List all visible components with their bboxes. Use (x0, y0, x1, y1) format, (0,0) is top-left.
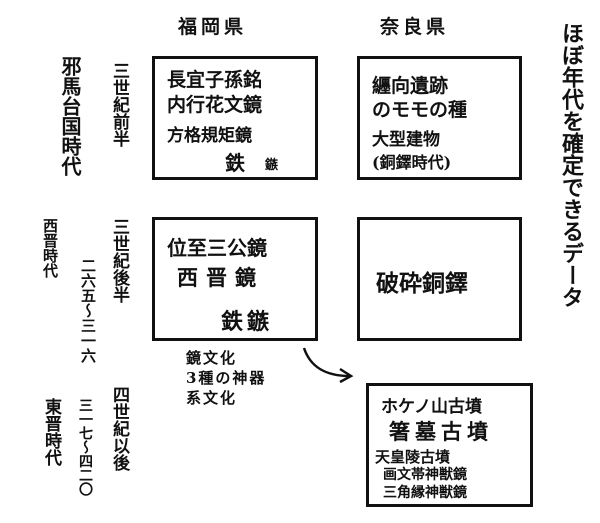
era-century-2: 三世紀後半 (109, 218, 129, 303)
era-century-3: 四世紀以後 (109, 386, 129, 471)
nara-box-3-line4: 画文帯神獣鏡 (383, 467, 467, 483)
fukuoka-box-1-line3: 方格規矩鏡 (167, 126, 252, 146)
era-years-3: 三一七〜四二〇 (77, 398, 93, 496)
nara-box-3-line2: 箸墓古墳 (389, 419, 493, 444)
nara-box-3rd-early: 纒向遺跡 のモモの種 大型建物 (銅鐸時代) (357, 56, 522, 180)
nara-box-1-line2: のモモの種 (372, 99, 468, 121)
nara-box-1-line3: 大型建物 (372, 130, 440, 150)
nara-box-4th: ホケノ山古墳 箸墓古墳 天皇陵古墳 画文帯神獣鏡 三角縁神獣鏡 (366, 383, 533, 507)
fukuoka-box-1-line2: 内行花文鏡 (167, 94, 263, 116)
fukuoka-box-3rd-late: 位至三公鏡 西晋鏡 鉄鏃 (152, 217, 318, 341)
nara-box-3-line1: ホケノ山古墳 (381, 397, 482, 417)
era-years-2: 二六五〜三一六 (79, 258, 97, 363)
fukuoka-box-1-line4: 鉄 (225, 151, 245, 175)
header-nara: 奈良県 (380, 16, 450, 38)
era-century-1: 三世紀前半 (109, 62, 129, 147)
culture-note-line3: 系文化 (186, 389, 238, 407)
fukuoka-box-2-line2: 西晋鏡 (177, 265, 264, 290)
fukuoka-box-3rd-early: 長宜子孫銘 内行花文鏡 方格規矩鏡 鉄 鏃 (152, 56, 318, 180)
nara-box-1-line4: (銅鐸時代) (372, 153, 452, 172)
nara-box-3-line3: 天皇陵古墳 (375, 448, 451, 466)
era-name-2: 西晋時代 (41, 218, 59, 278)
side-note: ほぼ年代を確定できるデータ (558, 22, 584, 308)
fukuoka-box-2-line3: 鉄鏃 (221, 309, 274, 335)
arrow-icon (302, 347, 354, 384)
culture-note-line2: 3種の神器 (186, 369, 267, 387)
header-fukuoka: 福岡県 (178, 16, 248, 38)
era-name-1: 邪馬台国時代 (58, 56, 82, 176)
nara-box-2-line1: 破砕銅鐸 (376, 270, 468, 297)
nara-box-1-line1: 纒向遺跡 (372, 75, 449, 97)
fukuoka-box-2-line1: 位至三公鏡 (167, 236, 267, 260)
fukuoka-box-1-line1: 長宜子孫銘 (167, 69, 263, 91)
fukuoka-box-1-line4-small: 鏃 (265, 158, 279, 173)
nara-box-3-line5: 三角縁神獣鏡 (383, 485, 467, 501)
era-name-3: 東晋時代 (41, 398, 61, 466)
nara-box-3rd-late: 破砕銅鐸 (357, 217, 522, 341)
culture-note-line1: 鏡文化 (186, 349, 238, 367)
